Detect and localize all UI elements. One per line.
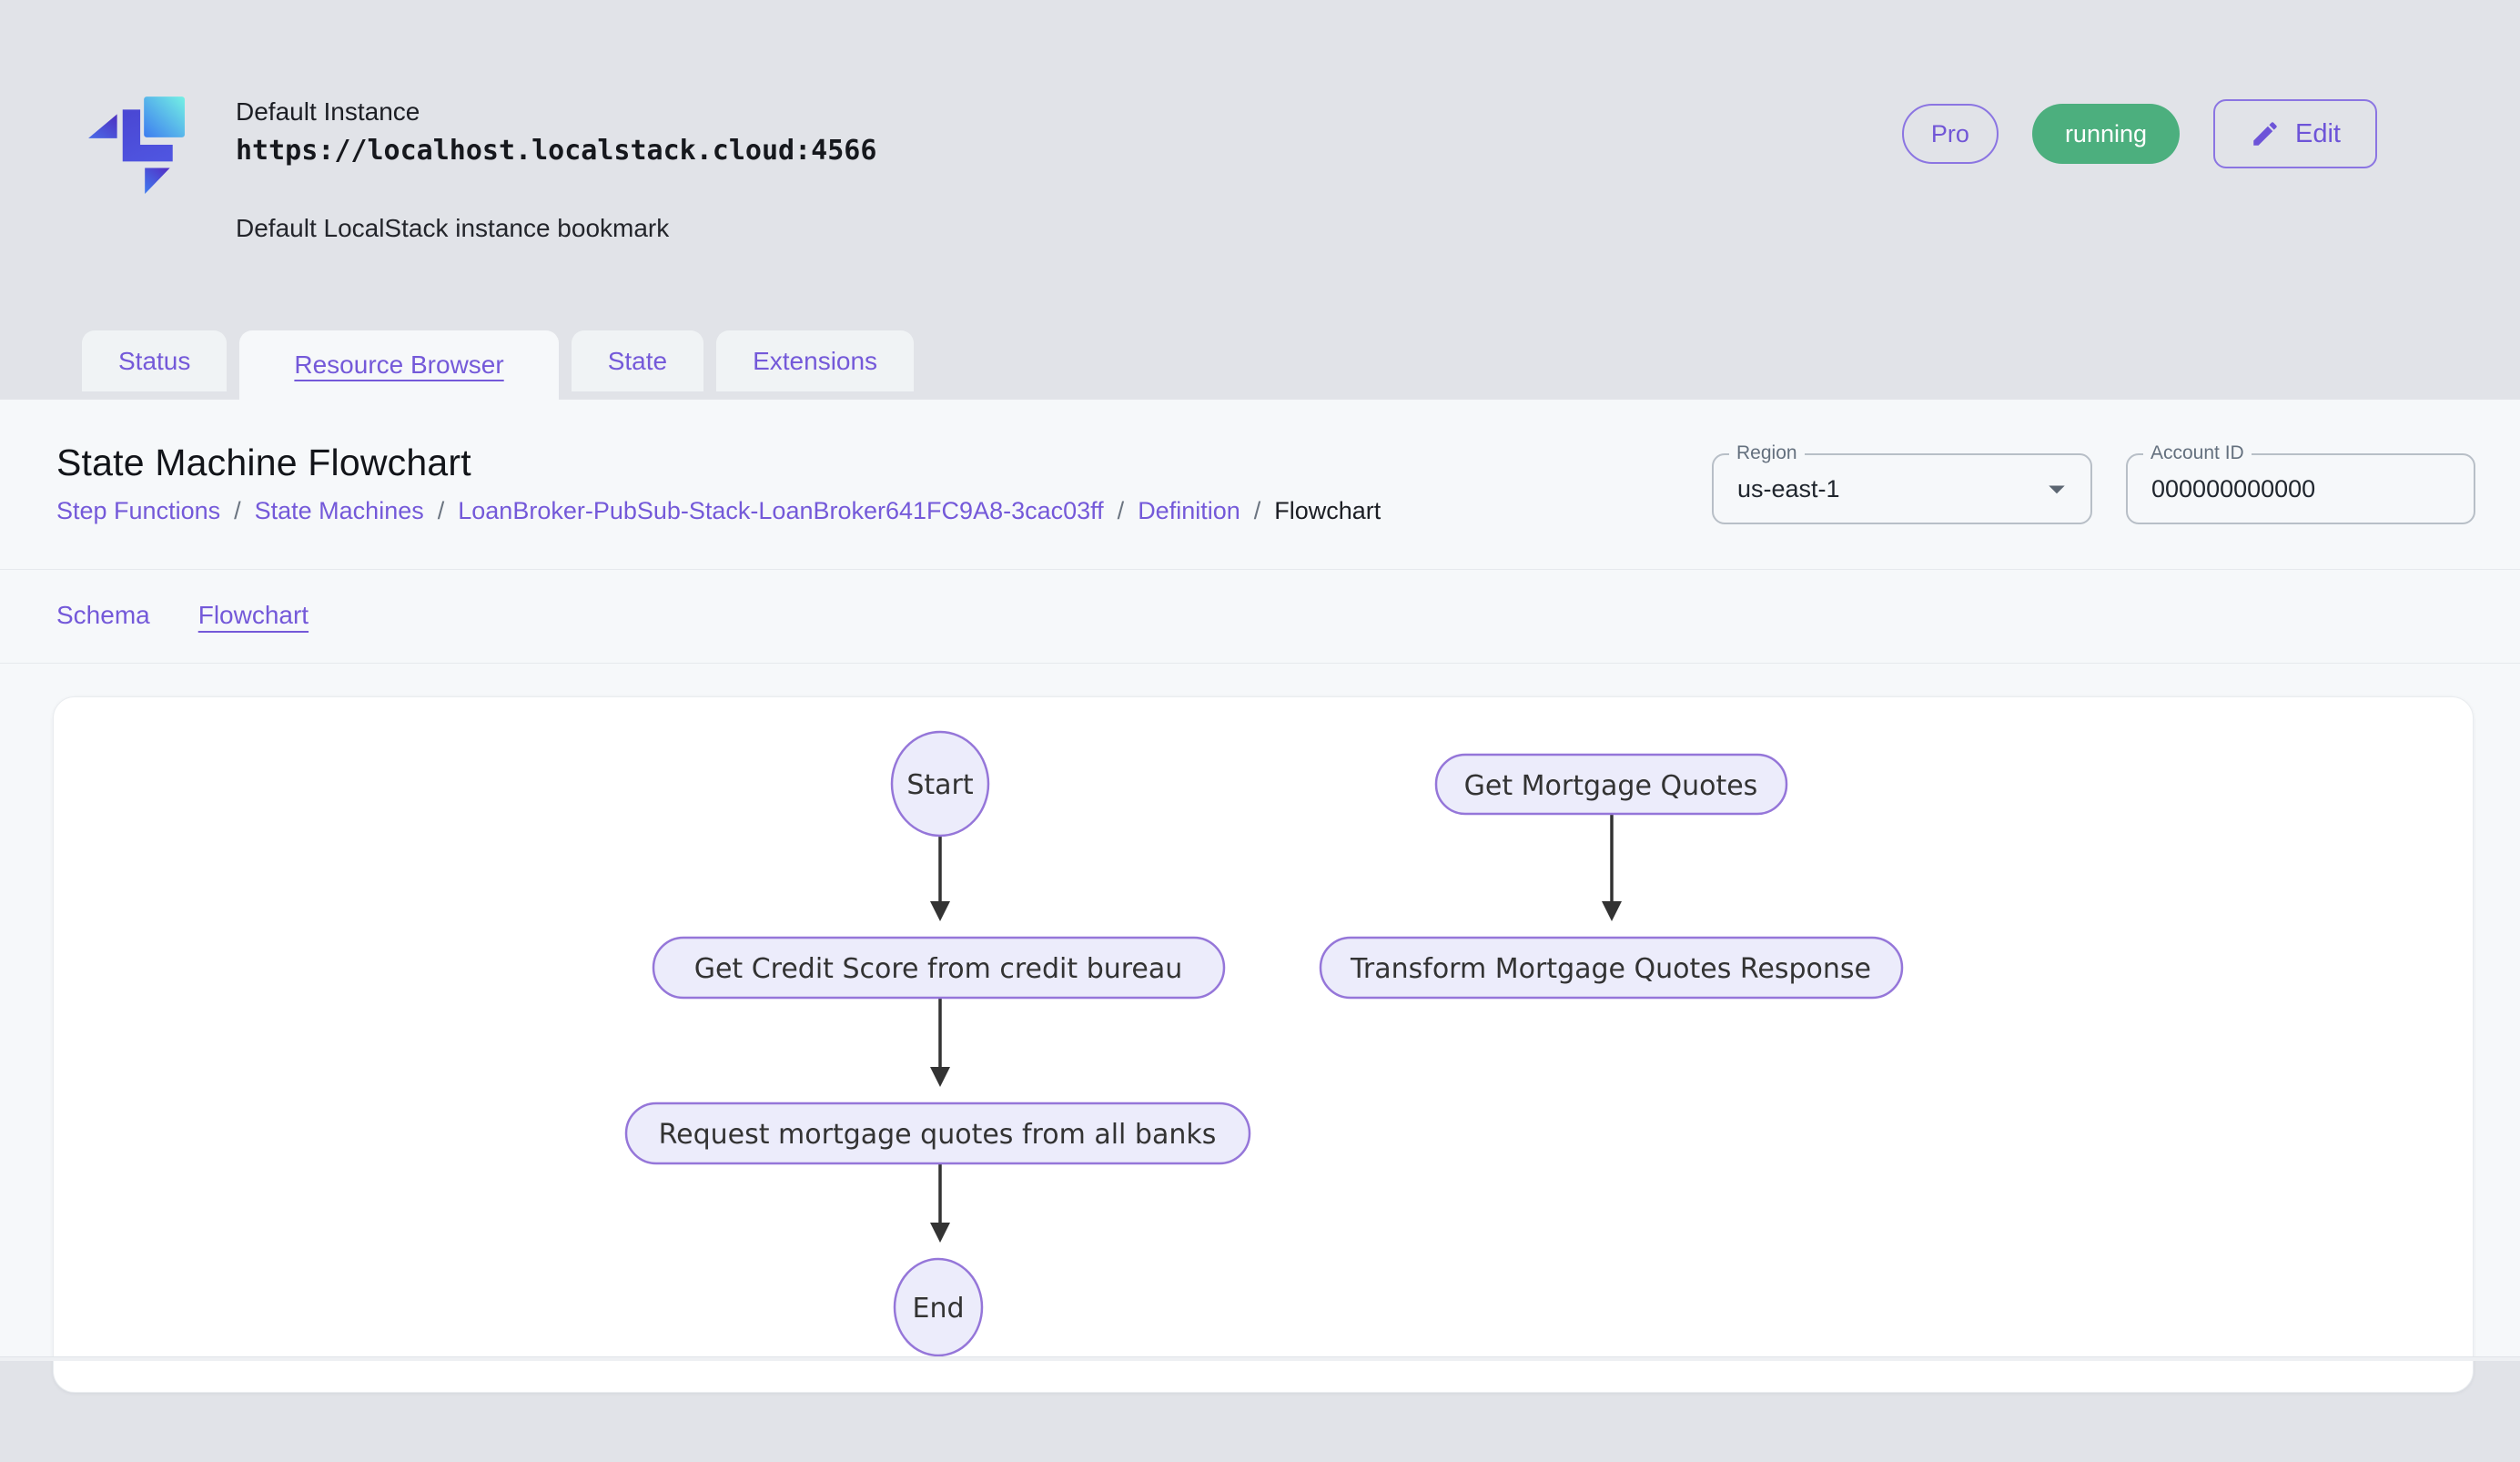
tab-resource-browser[interactable]: Resource Browser [239, 330, 559, 400]
running-status-badge: running [2031, 104, 2181, 164]
breadcrumb-state-machines[interactable]: State Machines [254, 497, 424, 524]
divider [0, 663, 2520, 664]
page-title: State Machine Flowchart [56, 442, 471, 483]
breadcrumb: Step Functions / State Machines / LoanBr… [56, 497, 1381, 525]
chevron-down-icon [2049, 485, 2065, 494]
breadcrumb-separator: / [1117, 497, 1125, 524]
node-request-quotes-shape[interactable] [624, 1102, 1251, 1165]
node-start-shape[interactable] [890, 730, 990, 838]
flow-edges [930, 814, 1622, 1243]
flow-nodes [624, 730, 1904, 1357]
node-transform-response-shape[interactable] [1319, 936, 1904, 1000]
breadcrumb-step-functions[interactable]: Step Functions [56, 497, 221, 524]
divider [0, 569, 2520, 570]
tab-state[interactable]: State [571, 330, 704, 391]
instance-header: Default Instance https://localhost.local… [0, 0, 2520, 247]
state-machine-flowchart: Start Get Credit Score from credit burea… [624, 730, 1904, 1357]
account-id-label: Account ID [2143, 443, 2252, 463]
node-get-credit-score-shape[interactable] [652, 936, 1226, 1000]
node-get-credit-score-label: Get Credit Score from credit bureau [694, 953, 1183, 985]
subtab-schema[interactable]: Schema [56, 601, 150, 629]
flowchart-card: Start Get Credit Score from credit burea… [53, 696, 2474, 1393]
node-end-label: End [912, 1293, 964, 1325]
pencil-icon [2253, 122, 2277, 146]
subtab-flowchart[interactable]: Flowchart [197, 601, 309, 629]
breadcrumb-state-machine-id[interactable]: LoanBroker-PubSub-Stack-LoanBroker641FC9… [458, 497, 1104, 524]
breadcrumb-separator: / [1253, 497, 1261, 524]
resource-browser-panel: State Machine Flowchart Step Functions /… [0, 400, 2520, 1393]
breadcrumb-flowchart: Flowchart [1274, 497, 1381, 524]
definition-subtabs: Schema Flowchart [0, 570, 2520, 663]
region-value: us-east-1 [1737, 474, 1840, 503]
region-label: Region [1729, 443, 1805, 463]
next-section-edge [0, 1356, 2520, 1361]
account-id-field: Account ID [2126, 443, 2475, 524]
node-get-mortgage-quotes-shape[interactable] [1434, 753, 1788, 816]
instance-url: https://localhost.localstack.cloud:4566 [236, 135, 877, 167]
region-select[interactable]: Region us-east-1 [1712, 443, 2092, 524]
localstack-logo-icon [88, 96, 185, 194]
node-request-quotes-label: Request mortgage quotes from all banks [659, 1119, 1217, 1151]
node-transform-response-label: Transform Mortgage Quotes Response [1350, 953, 1871, 985]
edit-button-label: Edit [2295, 118, 2341, 148]
main-tabs: Status Resource Browser State Extensions [0, 330, 2520, 400]
tab-extensions[interactable]: Extensions [716, 330, 915, 391]
breadcrumb-separator: / [437, 497, 445, 524]
pro-badge: Pro [1901, 104, 1999, 164]
instance-name: Default Instance [236, 97, 420, 126]
tab-status[interactable]: Status [82, 330, 228, 391]
breadcrumb-separator: / [234, 497, 241, 524]
node-end-shape[interactable] [893, 1257, 984, 1357]
edit-button[interactable]: Edit [2213, 99, 2377, 168]
node-get-mortgage-quotes-label: Get Mortgage Quotes [1464, 770, 1758, 802]
account-id-input[interactable] [2128, 455, 2474, 523]
instance-description: Default LocalStack instance bookmark [236, 214, 670, 242]
breadcrumb-definition[interactable]: Definition [1138, 497, 1240, 524]
node-start-label: Start [906, 769, 974, 801]
